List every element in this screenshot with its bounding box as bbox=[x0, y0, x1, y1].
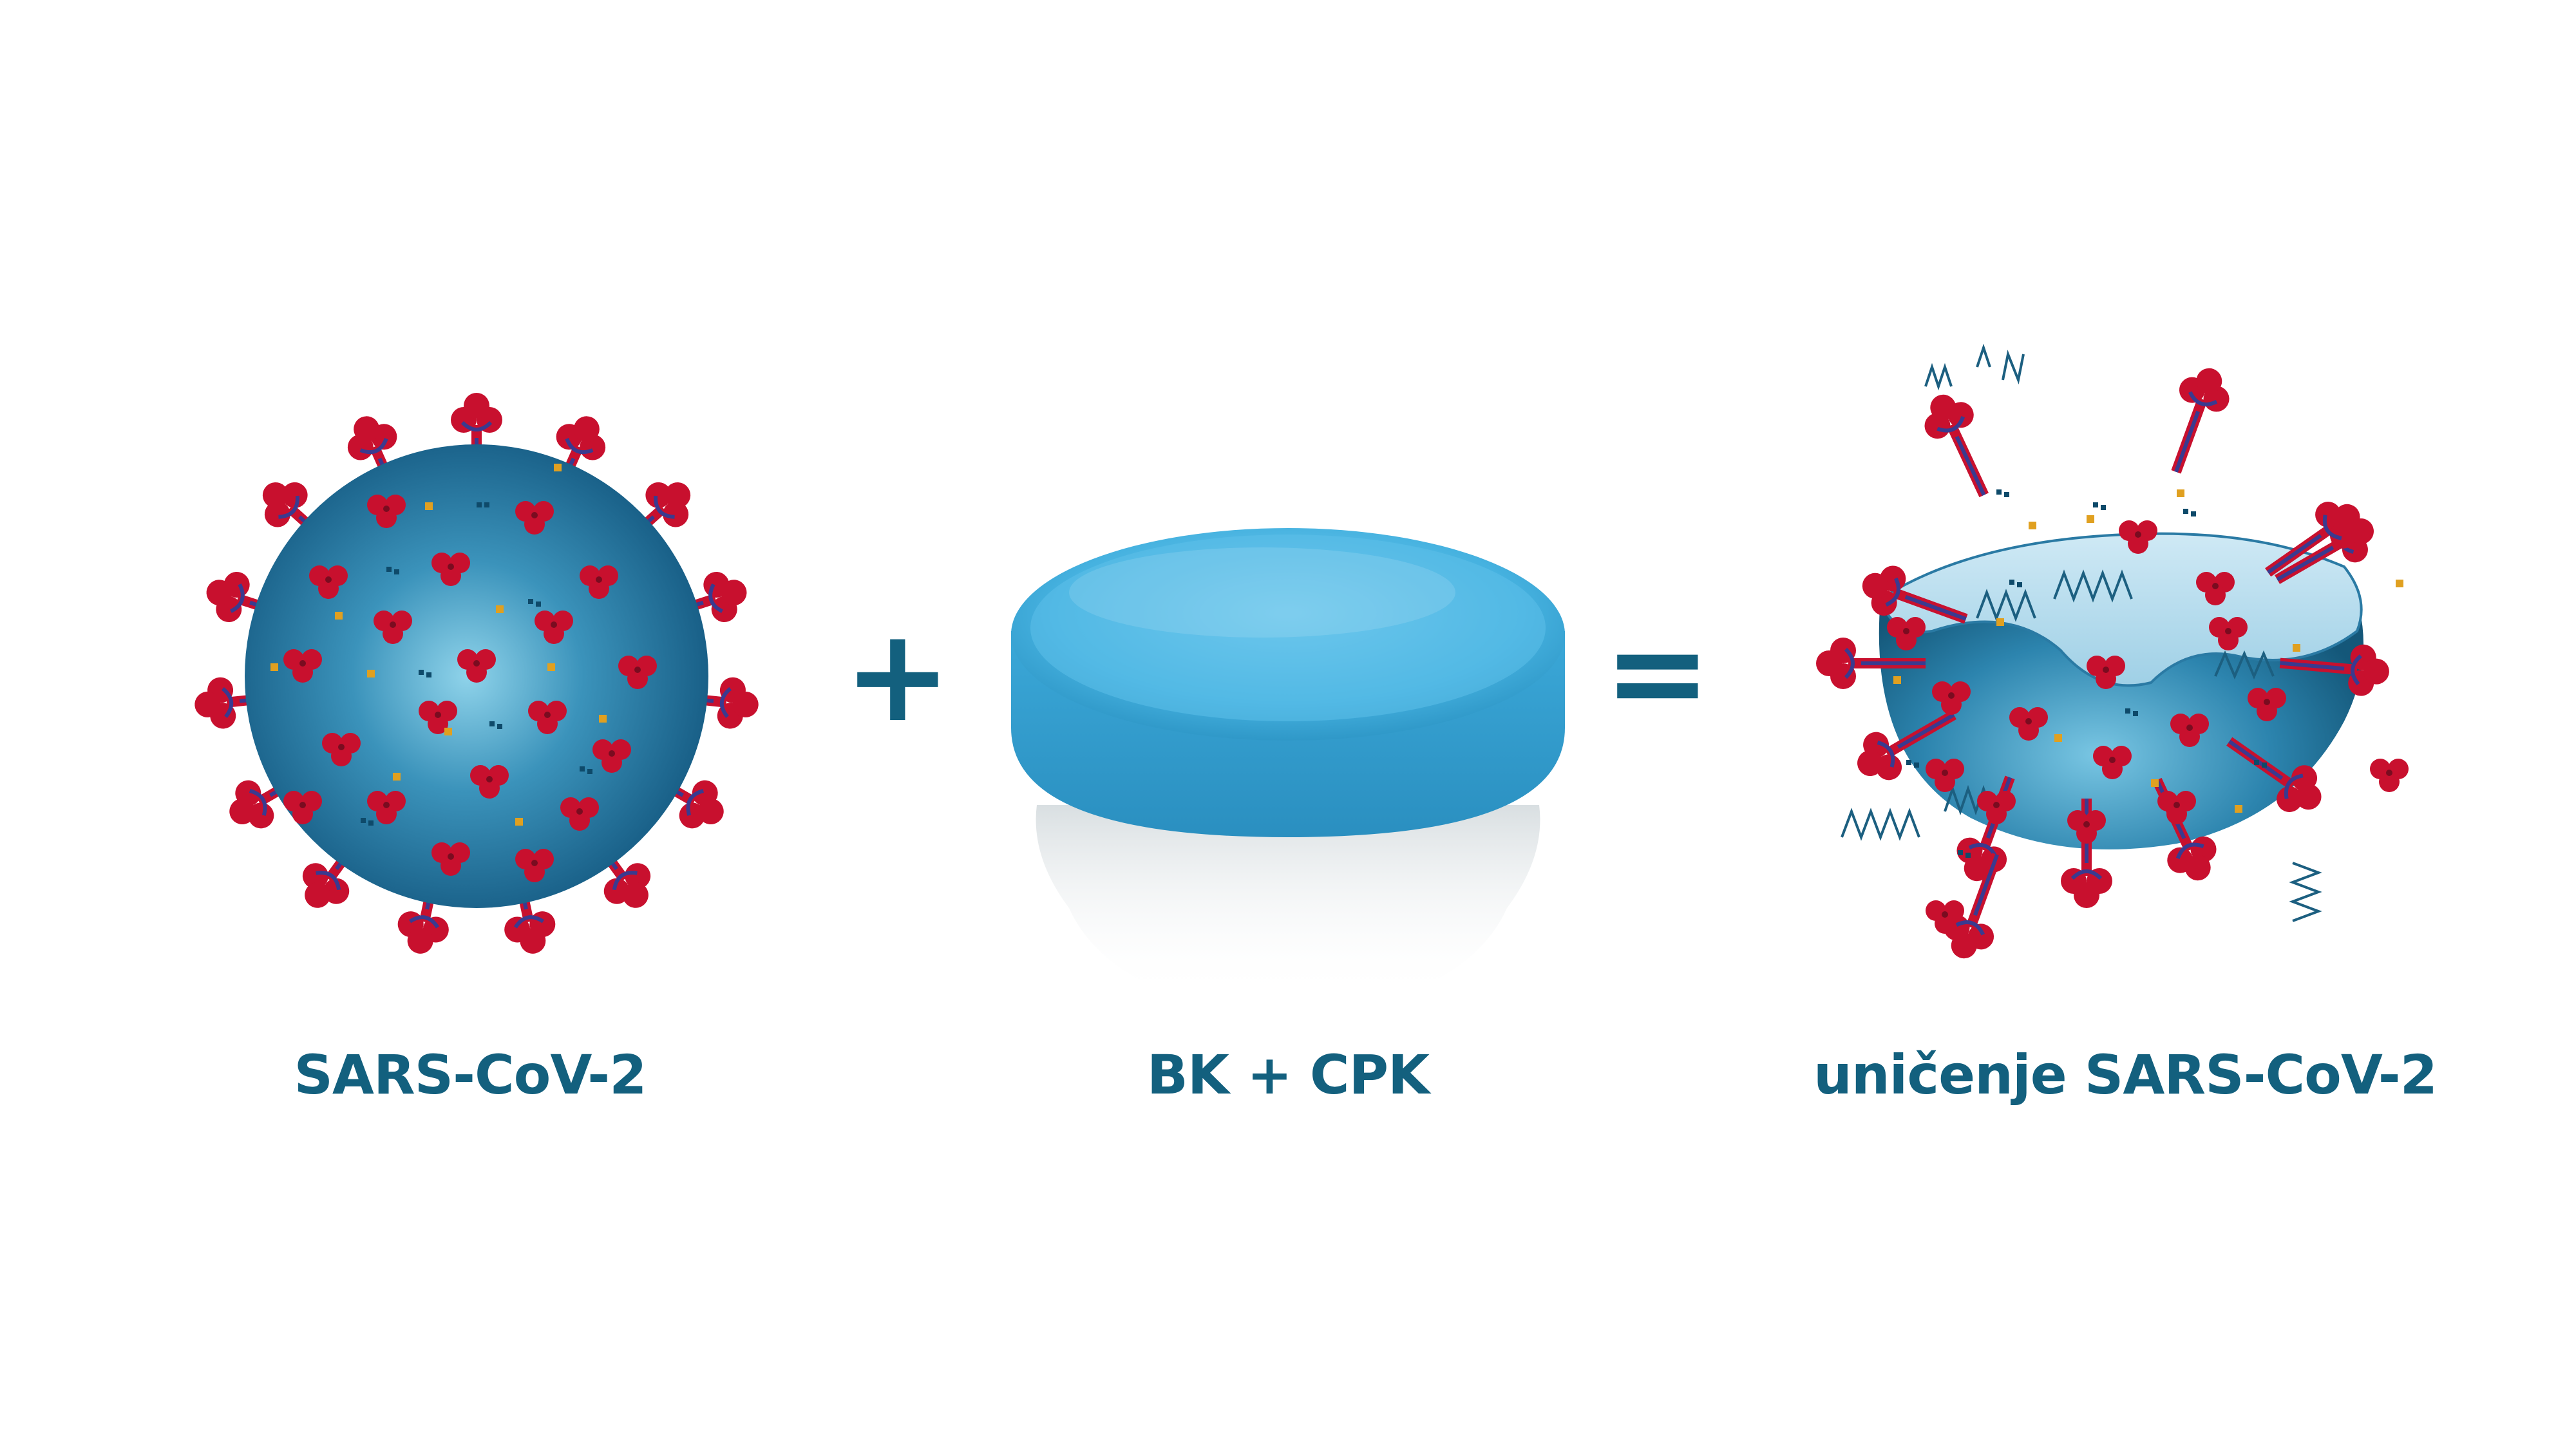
label-destruction: uničenje SARS-CoV-2 bbox=[1813, 1043, 2438, 1106]
destroyed-virus-illustration bbox=[1816, 343, 2409, 967]
lozenge-illustration bbox=[1011, 528, 1565, 998]
label-sars-cov-2: SARS-CoV-2 bbox=[294, 1043, 647, 1106]
equals-operator: = bbox=[1604, 598, 1712, 748]
virus-illustration bbox=[192, 393, 761, 959]
label-bk-cpk: BK + CPK bbox=[1146, 1043, 1430, 1106]
plus-operator: + bbox=[844, 601, 952, 751]
